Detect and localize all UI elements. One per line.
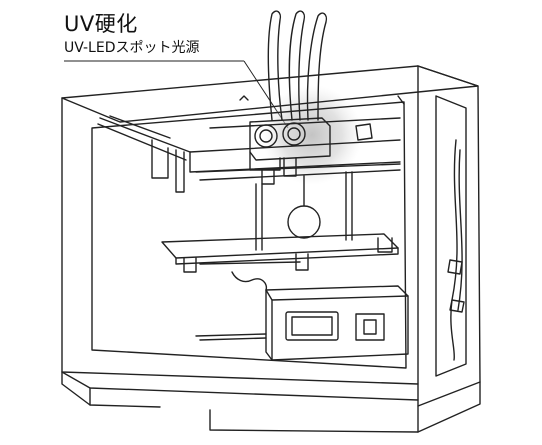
hanging-weight	[287, 205, 321, 239]
gantry	[97, 95, 405, 193]
side-cables	[447, 139, 465, 361]
filament-tubes	[267, 10, 328, 121]
top-bracket	[355, 123, 373, 141]
printer-frame	[61, 65, 481, 433]
control-panel	[265, 285, 409, 361]
bottom-tray	[195, 333, 267, 341]
cable	[231, 271, 268, 291]
callout-title: UV硬化	[64, 12, 138, 36]
build-plate	[161, 233, 399, 273]
uv-glow-spot	[262, 85, 362, 185]
print-head	[249, 117, 331, 185]
callout-subtitle: UV-LEDスポット光源	[64, 40, 200, 56]
